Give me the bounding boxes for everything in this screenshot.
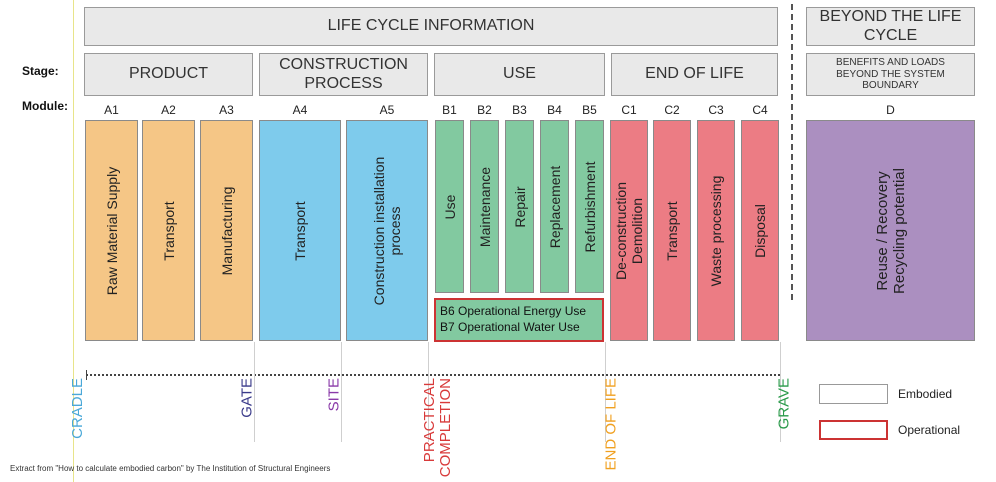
stage-product: PRODUCT [84, 53, 253, 96]
legend-embodied-label: Embodied [898, 387, 953, 401]
module-c4-disposal: Disposal [741, 120, 779, 341]
module-a3-manufacturing: Manufacturing [200, 120, 253, 341]
beyond-life-cycle-header: BEYOND THE LIFE CYCLE [806, 7, 975, 46]
milestone-site: SITE [325, 378, 342, 412]
module-code-a5: A5 [379, 103, 395, 117]
operational-energy-label: B6 Operational Energy Use [440, 304, 587, 318]
stage-construction-process: CONSTRUCTION PROCESS [259, 53, 428, 96]
milestone-gate: GATE [239, 378, 256, 418]
module-b2-maintenance: Maintenance [470, 120, 499, 293]
module-a2-transport: Transport [142, 120, 195, 341]
module-code-c1: C1 [621, 103, 637, 117]
life-cycle-information-header: LIFE CYCLE INFORMATION [84, 7, 778, 46]
module-b4-replacement: Replacement [540, 120, 569, 293]
module-b3-label: Repair [511, 185, 528, 228]
module-c1-deconstruction: De-construction Demolition [610, 120, 648, 341]
stage-use: USE [434, 53, 605, 96]
operational-water-label: B7 Operational Water Use [440, 319, 580, 334]
module-code-b3: B3 [512, 103, 527, 117]
module-a3-label: Manufacturing [218, 186, 235, 275]
stage-benefits-beyond-boundary: BENEFITS AND LOADS BEYOND THE SYSTEM BOU… [806, 53, 975, 96]
cradle-edge-line [73, 0, 74, 482]
legend-embodied-swatch [819, 384, 888, 404]
module-code-a4: A4 [292, 103, 308, 117]
guide-practical [428, 342, 429, 442]
module-a4-transport: Transport [259, 120, 341, 341]
milestone-end-of-life: END OF LIFE [603, 378, 620, 471]
module-d-label: Reuse / Recovery Recycling potential [873, 167, 908, 294]
operational-use-box: B6 Operational Energy Use B7 Operational… [434, 298, 604, 342]
module-c3-label: Waste processing [707, 175, 724, 286]
module-code-a1: A1 [104, 103, 119, 117]
legend-operational-swatch [819, 420, 888, 440]
module-a1-label: Raw Material Supply [103, 166, 120, 295]
guide-gate [254, 342, 255, 442]
module-a5-construction-installation: Construction installation process [346, 120, 428, 341]
module-c4-label: Disposal [751, 203, 768, 258]
module-label: Module: [22, 99, 68, 113]
legend-operational-label: Operational [898, 423, 961, 437]
module-code-b4: B4 [547, 103, 562, 117]
module-code-b1: B1 [442, 103, 457, 117]
module-b5-refurbishment: Refurbishment [575, 120, 604, 293]
module-c2-transport: Transport [653, 120, 691, 341]
module-a5-label: Construction installation process [370, 156, 403, 305]
module-c3-waste-processing: Waste processing [697, 120, 735, 341]
stage-label: Stage: [22, 64, 59, 78]
tick-cradle [86, 370, 87, 380]
module-code-a3: A3 [219, 103, 234, 117]
module-a1-raw-material-supply: Raw Material Supply [85, 120, 138, 341]
module-a4-label: Transport [291, 200, 308, 261]
module-b1-use: Use [435, 120, 464, 293]
stage-end-of-life: END OF LIFE [611, 53, 778, 96]
module-code-b2: B2 [477, 103, 492, 117]
module-b1-label: Use [441, 194, 458, 219]
milestone-cradle: CRADLE [69, 378, 86, 439]
guide-eol [605, 342, 606, 442]
module-b4-label: Replacement [546, 165, 563, 248]
module-code-a2: A2 [161, 103, 176, 117]
module-code-b5: B5 [582, 103, 597, 117]
milestone-grave: GRAVE [775, 378, 792, 430]
module-d-reuse-recovery: Reuse / Recovery Recycling potential [806, 120, 975, 341]
timeline-axis [86, 374, 780, 376]
module-c2-label: Transport [663, 200, 680, 261]
module-b3-repair: Repair [505, 120, 534, 293]
boundary-separator [791, 4, 793, 300]
module-c1-label: De-construction Demolition [612, 181, 645, 280]
module-b5-label: Refurbishment [581, 160, 598, 253]
guide-site [341, 342, 342, 442]
module-code-c4: C4 [752, 103, 768, 117]
guide-grave [780, 342, 781, 442]
module-a2-label: Transport [160, 200, 177, 261]
module-b2-label: Maintenance [476, 166, 493, 247]
module-code-c2: C2 [664, 103, 680, 117]
milestone-practical-completion: PRACTICAL COMPLETION [421, 378, 454, 478]
module-code-d: D [886, 103, 895, 117]
module-code-c3: C3 [708, 103, 724, 117]
source-footnote: Extract from "How to calculate embodied … [10, 464, 331, 473]
